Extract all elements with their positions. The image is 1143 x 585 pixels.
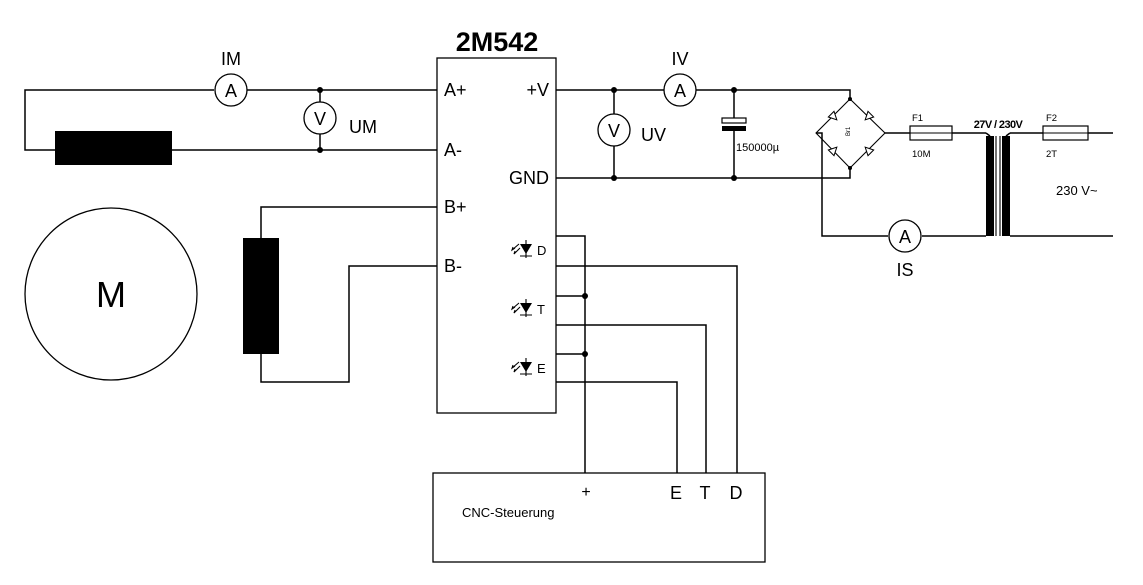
fuse-f2-name: F2 — [1046, 113, 1057, 124]
cnc-terminal-plus: + — [581, 484, 590, 501]
led-t-label: T — [537, 302, 545, 317]
voltmeter-uv: V UV — [597, 113, 666, 147]
voltmeter-um: V UM — [303, 101, 377, 137]
transformer-icon — [985, 132, 1011, 236]
ammeter-iv-symbol: A — [674, 81, 686, 101]
voltmeter-um-label: UM — [349, 117, 377, 137]
ammeter-iv: A IV — [663, 49, 697, 107]
junction-uv-top — [611, 87, 617, 93]
led-d-icon — [510, 240, 532, 258]
motor — [24, 207, 198, 381]
driver-box — [436, 57, 557, 414]
cnc-terminal-e: E — [670, 483, 682, 503]
transformer-ratio: 27V / 230V — [974, 119, 1024, 131]
voltmeter-uv-label: UV — [641, 125, 666, 145]
bridge-rectifier-icon — [815, 97, 886, 170]
motor-wiring: M — [24, 87, 437, 383]
ammeter-im-label: IM — [221, 49, 241, 69]
ammeter-im-symbol: A — [225, 81, 237, 101]
pin-vplus: +V — [526, 80, 549, 100]
fuse-f2-icon — [1042, 125, 1089, 141]
led-d-label: D — [537, 243, 546, 258]
wire-b-plus — [260, 206, 437, 238]
wire-rect-ac-left — [816, 132, 888, 237]
ammeter-is-label: IS — [896, 260, 913, 280]
pin-gnd: GND — [509, 168, 549, 188]
cnc-controller: CNC-Steuerung + E T D — [432, 472, 766, 563]
cnc-signal-wiring — [556, 235, 738, 473]
led-e-label: E — [537, 361, 546, 376]
wire-signal-d — [556, 265, 738, 473]
ammeter-is-symbol: A — [899, 227, 911, 247]
wire-gnd-rail — [556, 168, 851, 179]
wire-b-minus — [260, 265, 437, 383]
ammeter-iv-label: IV — [671, 49, 688, 69]
fuse-f2-rating: 2T — [1046, 149, 1057, 160]
mains-label: 230 V~ — [1056, 183, 1098, 198]
voltmeter-uv-symbol: V — [608, 121, 620, 141]
wire-signal-e — [556, 381, 678, 473]
led-e-icon — [510, 358, 532, 376]
wire-led-common — [556, 235, 586, 473]
pin-b-minus: B- — [444, 256, 462, 276]
wire-a-plus-left — [24, 89, 214, 151]
ammeter-is: A IS — [888, 219, 922, 280]
pin-a-plus: A+ — [444, 80, 467, 100]
wire-signal-t — [556, 324, 707, 473]
power-supply-wiring — [556, 87, 1113, 237]
coil-a — [55, 131, 172, 165]
junction-uv-bottom — [611, 175, 617, 181]
cnc-terminal-d: D — [730, 483, 743, 503]
capacitor-icon — [721, 117, 747, 131]
pin-b-plus: B+ — [444, 197, 467, 217]
voltmeter-um-symbol: V — [314, 109, 326, 129]
coil-b — [243, 238, 279, 354]
cnc-name: CNC-Steuerung — [462, 505, 555, 520]
junction-um-bottom — [317, 147, 323, 153]
driver-2m542: 2M542 A+ A- B+ B- +V GND D T E — [436, 27, 557, 414]
driver-title: 2M542 — [456, 27, 539, 57]
pin-a-minus: A- — [444, 140, 462, 160]
rectifier-label: Br1 — [846, 126, 852, 136]
led-t-icon — [510, 299, 532, 317]
fuse-f1-rating: 10M — [912, 149, 931, 160]
wire-vplus-rail-2 — [696, 89, 851, 99]
cnc-terminal-t: T — [700, 483, 711, 503]
capacitor-value: 150000µ — [736, 142, 780, 154]
junction-um-top — [317, 87, 323, 93]
motor-label: M — [96, 274, 126, 315]
junction-cap-bottom — [731, 175, 737, 181]
fuse-f1-icon — [909, 125, 953, 141]
fuse-f1-name: F1 — [912, 113, 923, 124]
junction-led-e — [582, 351, 588, 357]
junction-led-t — [582, 293, 588, 299]
ammeter-im: A IM — [214, 49, 248, 107]
junction-cap-top — [731, 87, 737, 93]
cnc-box — [432, 472, 766, 563]
